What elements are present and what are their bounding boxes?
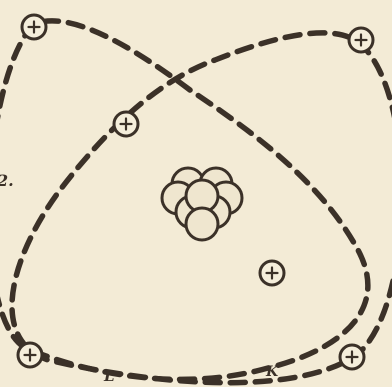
electron-top-right — [349, 28, 373, 52]
orbit-k-label: K — [265, 364, 279, 380]
orbit-l-label: L — [103, 367, 115, 385]
electron-inner-upper — [114, 112, 138, 136]
edge-text-fragment: 2. — [0, 171, 14, 190]
nucleon-8 — [186, 208, 218, 240]
electron-bottom-left — [18, 343, 42, 367]
electron-inner-lower — [260, 261, 284, 285]
electron-bottom-right — [340, 345, 364, 369]
electron-top-left — [22, 15, 46, 39]
nucleus — [162, 168, 242, 240]
